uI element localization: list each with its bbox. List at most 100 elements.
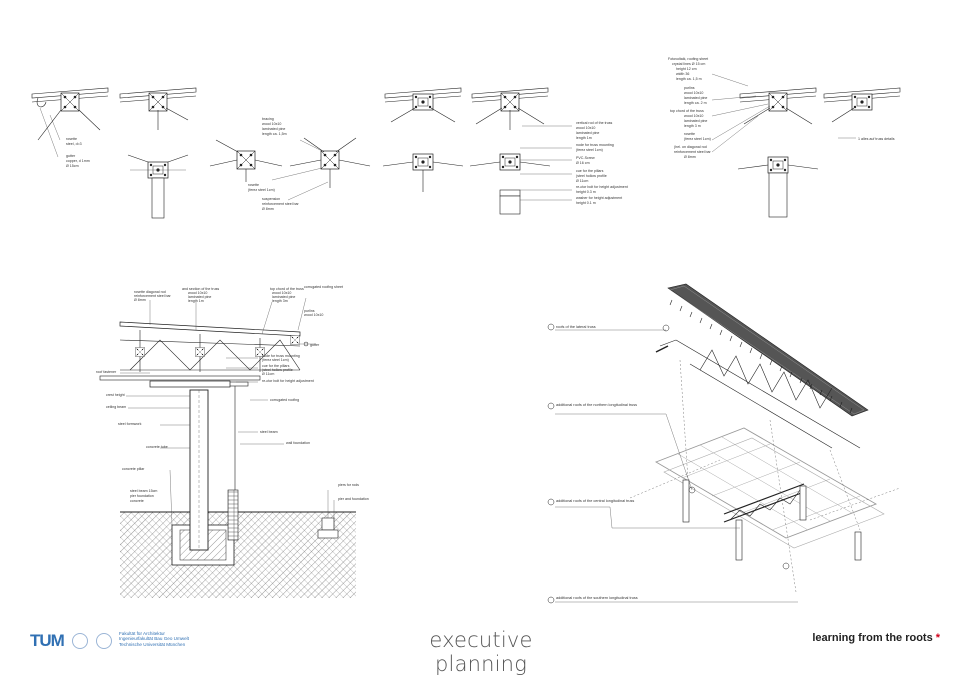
- callout-2-line1: additional roofs of the northern longitu…: [556, 403, 637, 407]
- label-b-1: wood 10x10: [262, 122, 281, 126]
- section-top-6: length 1m: [188, 299, 204, 303]
- detail-c4: [469, 153, 551, 215]
- label-d-10: wood 10x10: [684, 114, 703, 118]
- section-right-7: steel beam: [260, 430, 278, 434]
- label-a-0: rosette: [66, 137, 77, 141]
- detail-c2: [471, 87, 549, 130]
- detail-c1: [384, 87, 462, 123]
- label-b-4: rosette: [248, 183, 259, 187]
- label-d-9: top chord of the truss: [670, 109, 704, 113]
- axonometric-view: roofs of the lateral truss additional ro…: [547, 283, 901, 604]
- detail-b2: [289, 137, 371, 188]
- label-d-17: Ø 8mm: [684, 155, 696, 159]
- label-c-12: height 0.3 m: [576, 190, 596, 194]
- section-right-8: wall foundation: [286, 441, 310, 445]
- labels-a: rosette steel, d=3 gutter copper, d 1mm …: [39, 107, 90, 168]
- tagline-mark: *: [935, 632, 940, 644]
- section-right-1: (ferez steel 1cm): [262, 358, 289, 362]
- label-a-4: Ø 15cm: [66, 164, 79, 168]
- section-top-0: rosette diagonal rod: [134, 290, 166, 294]
- detail-a3: [127, 154, 189, 219]
- dashed-guides: [629, 359, 901, 593]
- label-d-5: purlins: [684, 86, 695, 90]
- section-right-6: corrugated roofing: [270, 398, 299, 402]
- label-c-14: height 0.1 m: [576, 201, 596, 205]
- section-top-7: top chord of the truss: [270, 287, 304, 291]
- section-right-2: cue for the pillars: [262, 364, 290, 368]
- label-d-15: (hel. on diagonal rod: [674, 145, 707, 149]
- callout-4-text: additional roofs of the southern longitu…: [556, 596, 638, 600]
- label-d-3: width 36: [676, 72, 689, 76]
- label-a-1: steel, d=3: [66, 142, 82, 146]
- section-left-0: roof fastener: [96, 370, 117, 374]
- detail-d1: [739, 87, 817, 125]
- label-c-5: (ferez steel 1cm): [576, 148, 603, 152]
- labels-b: bracing wood 10x10 laminated pine length…: [248, 117, 329, 211]
- central-truss: [723, 483, 805, 523]
- detail-group-a: rosette steel, d=3 gutter copper, d 1mm …: [31, 87, 197, 219]
- label-d-ref: 1 alles auf truss details: [858, 137, 895, 141]
- section-left-7: pier foundation: [130, 494, 154, 498]
- label-c-2: laminated pine: [576, 131, 599, 135]
- section-labels-top: rosette diagonal rod reinforcement steel…: [134, 285, 343, 335]
- label-b-2: laminated pine: [262, 127, 285, 131]
- detail-b1: [209, 139, 283, 182]
- tagline: learning from the roots*: [770, 632, 940, 644]
- label-b-5: (ferez steel 1cm): [248, 188, 275, 192]
- section-right-0: node for truss mounting: [262, 354, 300, 358]
- label-c-6: PVC-Screw: [576, 156, 595, 160]
- label-c-13: washer for height adjustment: [576, 196, 622, 200]
- label-d-8: length ca. 2 m: [684, 101, 707, 105]
- label-d-7: laminated pine: [684, 96, 707, 100]
- detail-group-b: bracing wood 10x10 laminated pine length…: [209, 117, 371, 211]
- detail-d2: [823, 87, 901, 123]
- section-marker: gutter: [310, 343, 320, 347]
- institution-line: Ingenieurfakultät Bau Geo Umwelt: [119, 636, 189, 642]
- section-top-2: Ø 8mm: [134, 298, 146, 302]
- section-top-5: laminated pine: [188, 295, 211, 299]
- label-d-13: rosette: [684, 132, 695, 136]
- section-right-10: pier and foundation: [338, 497, 369, 501]
- section-top-12: purlins: [304, 309, 315, 313]
- detail-group-d: Fotovoltaik, roofing sheet crystal lines…: [668, 57, 901, 218]
- section-top-3: and section of the truss: [182, 287, 219, 291]
- section-top-13: wood 10x10: [304, 313, 323, 317]
- page-title: executive planning: [429, 628, 533, 676]
- label-b-7: reinforcement steel bar: [262, 202, 300, 206]
- label-c-1: wood 10x10: [576, 126, 595, 130]
- label-d-12: length 3 m: [684, 124, 701, 128]
- label-c-10: Ø 11cm: [576, 179, 588, 183]
- pillars: [682, 479, 862, 561]
- callout-1-text: roofs of the lateral truss: [556, 325, 596, 329]
- section-top-10: length 3m: [272, 299, 288, 303]
- section-right-3: (steel hollow profile: [262, 368, 293, 372]
- label-d-16: reinforcement steel bar: [674, 150, 712, 154]
- label-b-8: Ø 8mm: [262, 207, 274, 211]
- detail-d3: [737, 156, 819, 218]
- section-left-1: crest height: [106, 393, 125, 397]
- section-drawing: gutter roof fastener crest height ceilin…: [96, 285, 369, 598]
- section-top-11: corrugated roofing sheet: [304, 285, 343, 289]
- section-top-9: laminated pine: [272, 295, 295, 299]
- callout-3-text: additional roofs of the central longitud…: [556, 499, 634, 503]
- labels-d: Fotovoltaik, roofing sheet crystal lines…: [668, 57, 895, 159]
- purlins-layer: [669, 299, 853, 414]
- section-right-4: Ø 11cm: [262, 372, 274, 376]
- longitudinal-grid: [654, 427, 885, 549]
- label-c-3: length 1m: [576, 136, 592, 140]
- label-c-0: vertical rod of the truss: [576, 121, 613, 125]
- axo-callouts: roofs of the lateral truss additional ro…: [547, 323, 798, 604]
- tagline-text: learning from the roots: [812, 632, 933, 644]
- section-left-5: concrete pillar: [122, 467, 145, 471]
- label-d-6: wood 10x10: [684, 91, 703, 95]
- label-b-6: suspension: [262, 197, 280, 201]
- detail-a2: [119, 87, 197, 130]
- label-a-3: copper, d 1mm: [66, 159, 90, 163]
- section-left-3: steel formwork: [118, 422, 142, 426]
- section-top-8: wood 10x10: [272, 291, 291, 295]
- lateral-truss-layer: [655, 339, 861, 449]
- label-d-1: crystal lines Ø 15 cm: [672, 62, 705, 66]
- section-left-6: steel beam 15cm: [130, 489, 157, 493]
- detail-a1: [31, 87, 109, 141]
